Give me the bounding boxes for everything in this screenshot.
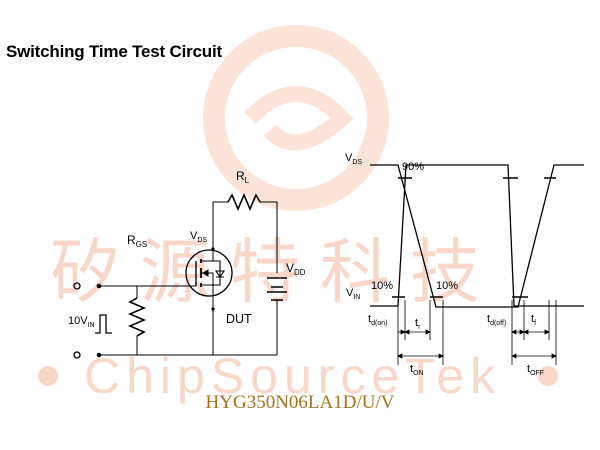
vin-label: 10VIN xyxy=(68,315,95,329)
mosfet-arrow xyxy=(202,269,209,277)
dimension-arrows xyxy=(397,329,557,359)
waveform-labels: VDS VIN 90% 10% 10% td(on) tr tON td(off… xyxy=(345,152,544,377)
vds-axis-label: VDS xyxy=(345,152,362,166)
pct-10-right-label: 10% xyxy=(436,280,458,292)
td-on-label: td(on) xyxy=(368,313,387,327)
td-off-label: td(off) xyxy=(487,313,506,327)
pulse-symbol xyxy=(95,314,112,334)
circuit xyxy=(73,192,287,359)
body-diode xyxy=(213,260,226,286)
drain-node-dot xyxy=(211,247,215,251)
page-title: Switching Time Test Circuit xyxy=(6,42,222,61)
vin-waveform xyxy=(370,164,584,307)
tf-label: tf xyxy=(531,313,536,327)
vds-waveform xyxy=(370,164,584,308)
pct-90-label: 90% xyxy=(402,161,424,173)
watermark-logo xyxy=(203,25,389,211)
input-terminal-top xyxy=(73,282,81,290)
waveform xyxy=(370,164,584,365)
toff-label: tOFF xyxy=(527,363,544,377)
input-terminal-bottom xyxy=(73,351,81,359)
watermark-dot-left xyxy=(38,366,58,386)
pct-10-left-label: 10% xyxy=(371,280,393,292)
tr-label: tr xyxy=(415,317,421,331)
circuit-labels: RL RGS VDS VDD 10VIN DUT xyxy=(68,169,306,329)
ton-label: tON xyxy=(410,363,424,377)
rgs-label: RGS xyxy=(127,233,147,249)
dut-label: DUT xyxy=(226,312,252,326)
rl-label: RL xyxy=(236,169,250,185)
mosfet-body xyxy=(185,249,233,297)
mosfet-source-leg xyxy=(201,284,214,296)
drain-wire xyxy=(212,201,228,248)
watermark-cjk: 矽源特科技 xyxy=(50,233,500,311)
part-number: HYG350N06LA1D/U/V xyxy=(205,392,395,413)
rl-resistor xyxy=(227,192,261,212)
watermark-dot-right xyxy=(538,366,558,386)
rl-right-wire xyxy=(260,201,278,273)
mosfet-vds-label: VDS xyxy=(190,230,207,244)
vin-axis-label: VIN xyxy=(346,287,360,301)
rgs-resistor xyxy=(127,297,147,337)
time-markers xyxy=(397,300,557,365)
vdd-label: VDD xyxy=(286,261,306,277)
vdd-battery xyxy=(267,277,287,301)
level-ticks xyxy=(392,177,556,298)
watermark-latin: ChipSourceTek xyxy=(84,348,501,404)
